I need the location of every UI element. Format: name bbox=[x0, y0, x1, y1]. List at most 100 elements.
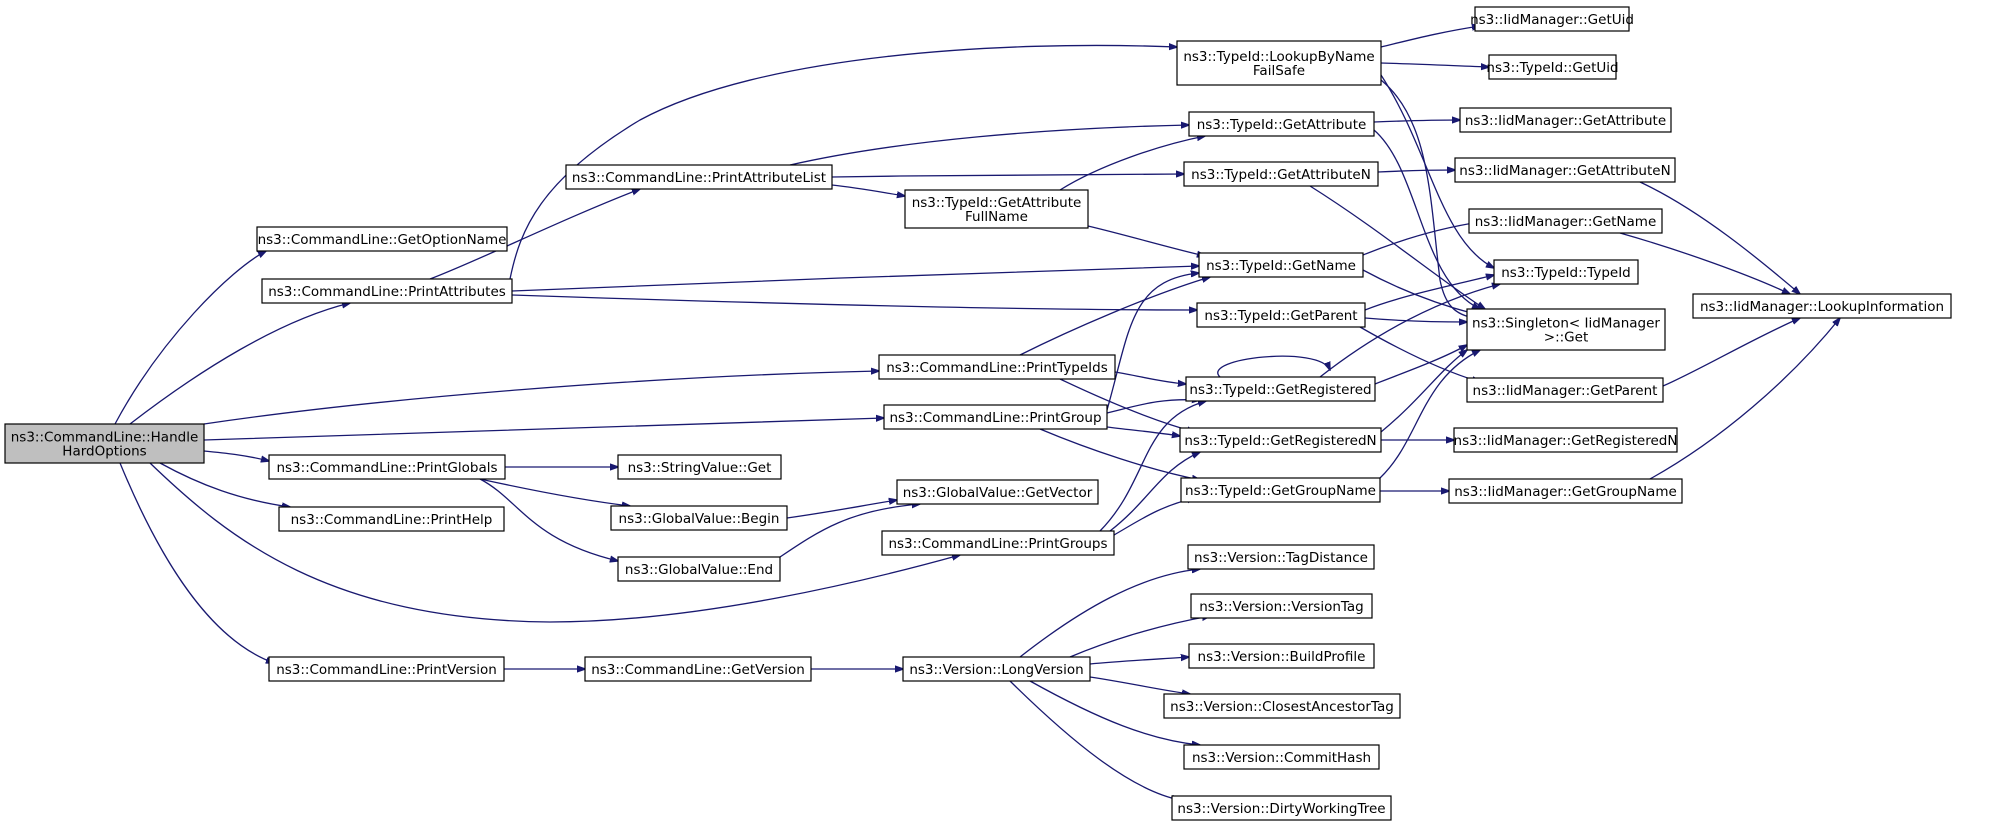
node-label: ns3::TypeId::GetParent bbox=[1204, 308, 1357, 324]
node-printGlobals[interactable]: ns3::CommandLine::PrintGlobals bbox=[268, 454, 506, 480]
node-box bbox=[1692, 293, 1952, 319]
node-iidGetAttributeN[interactable]: ns3::IidManager::GetAttributeN bbox=[1454, 157, 1676, 183]
node-box bbox=[896, 479, 1099, 505]
node-box bbox=[1187, 544, 1375, 570]
node-iidGetName[interactable]: ns3::IidManager::GetName bbox=[1468, 208, 1663, 234]
node-tidTypeId[interactable]: ns3::TypeId::TypeId bbox=[1493, 259, 1639, 285]
node-box bbox=[261, 278, 513, 304]
edge-longVersion-to-vBuildProfile bbox=[1089, 657, 1189, 665]
node-box bbox=[268, 656, 505, 682]
node-printVersion[interactable]: ns3::CommandLine::PrintVersion bbox=[268, 656, 505, 682]
node-vVersionTag[interactable]: ns3::Version::VersionTag bbox=[1190, 593, 1373, 619]
node-label: ns3::IidManager::GetName bbox=[1475, 214, 1657, 230]
node-tidGetParent[interactable]: ns3::TypeId::GetParent bbox=[1196, 302, 1366, 328]
node-printTypeIds[interactable]: ns3::CommandLine::PrintTypeIds bbox=[878, 354, 1116, 380]
node-tidGetRegistered[interactable]: ns3::TypeId::GetRegistered bbox=[1185, 376, 1376, 402]
node-tidGetGroupName[interactable]: ns3::TypeId::GetGroupName bbox=[1180, 477, 1381, 503]
node-label: ns3::IidManager::LookupInformation bbox=[1700, 299, 1944, 315]
node-vTagDistance[interactable]: ns3::Version::TagDistance bbox=[1187, 544, 1375, 570]
node-label: ns3::IidManager::GetUid bbox=[1470, 12, 1634, 28]
node-iidGetAttribute[interactable]: ns3::IidManager::GetAttribute bbox=[1459, 107, 1672, 133]
node-printGroups[interactable]: ns3::CommandLine::PrintGroups bbox=[881, 530, 1115, 556]
node-iidGetRegisteredN[interactable]: ns3::IidManager::GetRegisteredN bbox=[1453, 427, 1678, 453]
edge-tidLookup-to-tidTypeId bbox=[1380, 74, 1494, 268]
node-printAttributes[interactable]: ns3::CommandLine::PrintAttributes bbox=[261, 278, 513, 304]
node-box bbox=[881, 530, 1115, 556]
node-box bbox=[256, 226, 508, 252]
node-vDirtyWorkingTree[interactable]: ns3::Version::DirtyWorkingTree bbox=[1171, 795, 1392, 821]
edge-printAttributes-to-tidLookup bbox=[509, 45, 1177, 280]
edge-gvEnd-to-gvGetVector bbox=[779, 504, 920, 558]
node-label: ns3::TypeId::GetRegisteredN bbox=[1184, 433, 1376, 449]
node-tidGetUid[interactable]: ns3::TypeId::GetUid bbox=[1486, 54, 1619, 80]
node-gvGetVector[interactable]: ns3::GlobalValue::GetVector bbox=[896, 479, 1099, 505]
edge-tidGetAttribute-to-singletonGet bbox=[1373, 129, 1480, 309]
node-box bbox=[617, 556, 781, 582]
node-box bbox=[278, 506, 505, 532]
edge-longVersion-to-vDirtyWorkingTree bbox=[1009, 680, 1180, 800]
node-label: ns3::TypeId::TypeId bbox=[1501, 265, 1631, 281]
node-vBuildProfile[interactable]: ns3::Version::BuildProfile bbox=[1188, 643, 1375, 669]
node-label: ns3::CommandLine::PrintAttributes bbox=[268, 284, 506, 300]
node-label: ns3::TypeId::GetRegistered bbox=[1189, 382, 1371, 398]
node-iidGetGroupName[interactable]: ns3::IidManager::GetGroupName bbox=[1448, 478, 1683, 504]
node-getOptionName[interactable]: ns3::CommandLine::GetOptionName bbox=[256, 226, 508, 252]
node-label: ns3::CommandLine::Handle bbox=[11, 430, 199, 446]
edge-printAttributes-to-printAttributeList bbox=[429, 189, 640, 280]
edge-longVersion-to-vClosestAncestorTag bbox=[1089, 676, 1190, 694]
node-clGetVersion[interactable]: ns3::CommandLine::GetVersion bbox=[584, 656, 812, 682]
node-tidGetAttributeN[interactable]: ns3::TypeId::GetAttributeN bbox=[1183, 161, 1379, 187]
node-printHelp[interactable]: ns3::CommandLine::PrintHelp bbox=[278, 506, 505, 532]
node-box bbox=[1190, 593, 1373, 619]
edge-tidGetGroupName-to-singletonGet bbox=[1379, 350, 1480, 479]
node-box bbox=[1188, 643, 1375, 669]
node-label: ns3::TypeId::GetAttributeN bbox=[1191, 167, 1371, 183]
node-box bbox=[4, 423, 205, 464]
node-label: ns3::Version::TagDistance bbox=[1194, 550, 1368, 566]
edge-tidGetRegisteredN-to-singletonGet bbox=[1380, 350, 1467, 433]
node-label: FailSafe bbox=[1253, 63, 1305, 79]
node-vClosestAncestorTag[interactable]: ns3::Version::ClosestAncestorTag bbox=[1163, 693, 1401, 719]
node-iidGetParent[interactable]: ns3::IidManager::GetParent bbox=[1466, 377, 1664, 403]
node-printAttributeList[interactable]: ns3::CommandLine::PrintAttributeList bbox=[565, 164, 833, 190]
node-box bbox=[1466, 377, 1664, 403]
edge-handle-to-printTypeIds bbox=[203, 371, 879, 425]
node-tidGetName[interactable]: ns3::TypeId::GetName bbox=[1198, 252, 1364, 278]
edge-handle-to-printGlobals bbox=[203, 450, 269, 461]
node-longVersion[interactable]: ns3::Version::LongVersion bbox=[902, 656, 1091, 682]
node-label: ns3::GlobalValue::End bbox=[625, 562, 773, 578]
node-box bbox=[610, 505, 788, 531]
node-box bbox=[1180, 477, 1381, 503]
node-label: ns3::CommandLine::PrintGroups bbox=[888, 536, 1107, 552]
node-iidGetUid[interactable]: ns3::IidManager::GetUid bbox=[1470, 6, 1634, 32]
edge-handle-to-printGroup bbox=[203, 418, 884, 441]
edge-tidGetRegistered-to-singletonGet bbox=[1374, 345, 1467, 385]
node-stringValueGet[interactable]: ns3::StringValue::Get bbox=[617, 454, 782, 480]
edge-handle-to-printAttributes bbox=[129, 303, 350, 425]
node-label: ns3::GlobalValue::GetVector bbox=[903, 485, 1093, 501]
node-label: ns3::TypeId::GetName bbox=[1206, 258, 1356, 274]
node-box bbox=[883, 404, 1108, 430]
node-printGroup[interactable]: ns3::CommandLine::PrintGroup bbox=[883, 404, 1108, 430]
node-box bbox=[1466, 308, 1666, 351]
node-gvEnd[interactable]: ns3::GlobalValue::End bbox=[617, 556, 781, 582]
node-box bbox=[268, 454, 506, 480]
node-box bbox=[565, 164, 833, 190]
node-box bbox=[1196, 302, 1366, 328]
node-box bbox=[1453, 427, 1678, 453]
node-singletonGet[interactable]: ns3::Singleton< IidManager>::Get bbox=[1466, 308, 1666, 351]
node-iidLookupInfo[interactable]: ns3::IidManager::LookupInformation bbox=[1692, 293, 1952, 319]
edge-printGroup-to-tidGetName bbox=[1106, 273, 1199, 411]
edge-printGroups-to-tidGetRegistered bbox=[1099, 401, 1206, 532]
node-tidGetRegisteredN[interactable]: ns3::TypeId::GetRegisteredN bbox=[1179, 427, 1382, 453]
edge-printAttributeList-to-tidGetAttribute bbox=[789, 125, 1189, 166]
edge-handle-to-printHelp bbox=[159, 462, 290, 507]
node-vCommitHash[interactable]: ns3::Version::CommitHash bbox=[1183, 744, 1380, 770]
node-tidGetAttribute[interactable]: ns3::TypeId::GetAttribute bbox=[1188, 111, 1375, 137]
node-gvBegin[interactable]: ns3::GlobalValue::Begin bbox=[610, 505, 788, 531]
edge-iidGetParent-to-iidLookupInfo bbox=[1662, 318, 1800, 387]
node-box bbox=[1176, 40, 1382, 86]
